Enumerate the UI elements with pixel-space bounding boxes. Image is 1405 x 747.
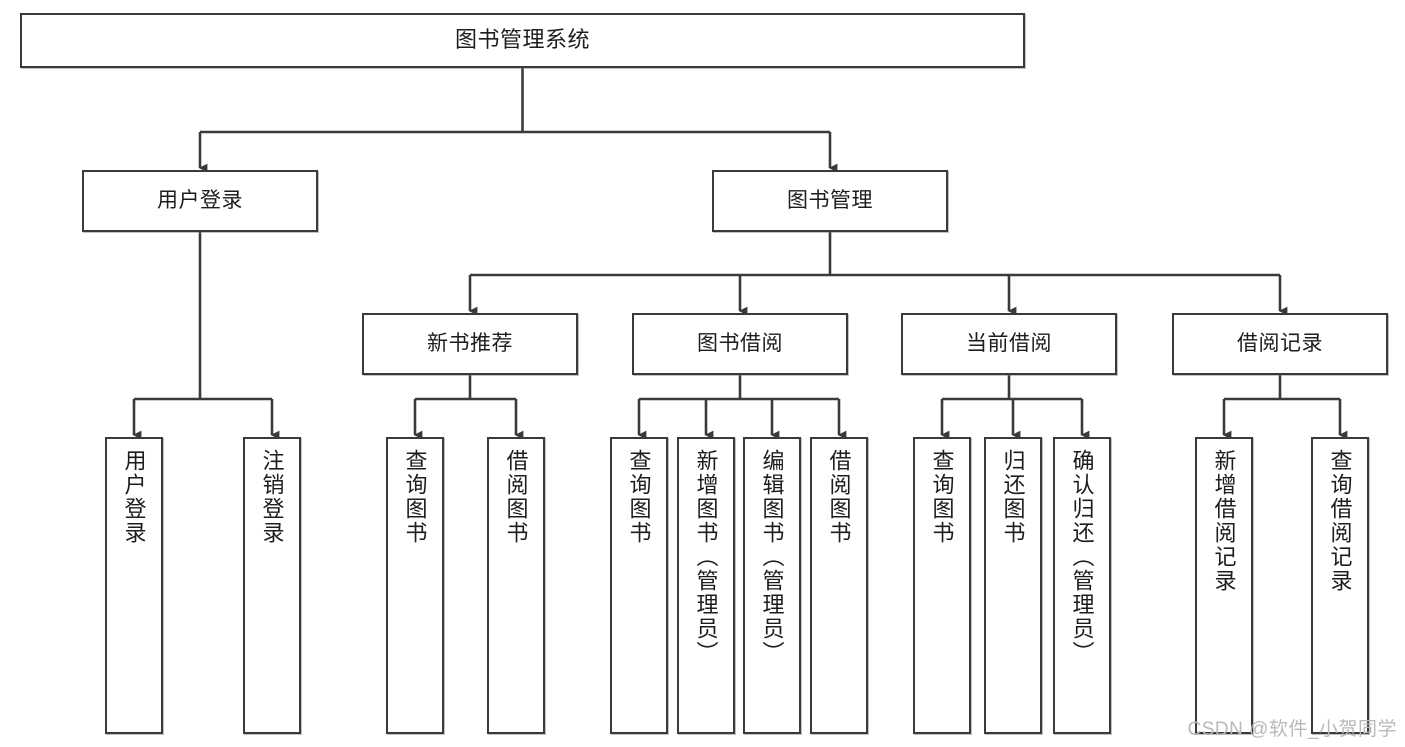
node-leaf-add-book[interactable]: 新增图书（管理员） xyxy=(677,437,735,734)
node-label: 新书推荐 xyxy=(427,332,513,356)
node-label: 编辑图书（管理员） xyxy=(759,449,785,665)
node-label: 用户登录 xyxy=(121,449,147,545)
node-root-system[interactable]: 图书管理系统 xyxy=(20,13,1025,68)
node-current-borrow[interactable]: 当前借阅 xyxy=(901,313,1117,375)
node-label: 确认归还（管理员） xyxy=(1069,449,1095,665)
node-label: 借阅图书 xyxy=(503,449,529,545)
node-new-book-rec[interactable]: 新书推荐 xyxy=(362,313,578,375)
node-label: 归还图书 xyxy=(1000,449,1026,545)
node-leaf-add-record[interactable]: 新增借阅记录 xyxy=(1195,437,1253,734)
node-label: 查询借阅记录 xyxy=(1327,449,1353,593)
node-label: 新增图书（管理员） xyxy=(693,449,719,665)
node-leaf-return-book[interactable]: 归还图书 xyxy=(984,437,1042,734)
node-label: 查询图书 xyxy=(626,449,652,545)
node-borrow-record[interactable]: 借阅记录 xyxy=(1172,313,1388,375)
node-label: 借阅图书 xyxy=(826,449,852,545)
node-leaf-query-book-cur[interactable]: 查询图书 xyxy=(913,437,971,734)
node-label: 查询图书 xyxy=(929,449,955,545)
node-label: 借阅记录 xyxy=(1237,332,1323,356)
node-label: 查询图书 xyxy=(402,449,428,545)
node-label: 注销登录 xyxy=(259,449,285,545)
node-label: 图书管理系统 xyxy=(454,27,590,53)
node-leaf-edit-book[interactable]: 编辑图书（管理员） xyxy=(743,437,801,734)
node-book-borrow[interactable]: 图书借阅 xyxy=(632,313,848,375)
node-label: 图书借阅 xyxy=(697,332,783,356)
node-leaf-borrow-book[interactable]: 借阅图书 xyxy=(810,437,868,734)
node-leaf-query-record[interactable]: 查询借阅记录 xyxy=(1311,437,1369,734)
node-leaf-user-login[interactable]: 用户登录 xyxy=(105,437,163,734)
node-label: 当前借阅 xyxy=(966,332,1052,356)
node-leaf-borrow-book-rec[interactable]: 借阅图书 xyxy=(487,437,545,734)
node-book-manage[interactable]: 图书管理 xyxy=(712,170,948,232)
node-label: 新增借阅记录 xyxy=(1211,449,1237,593)
node-label: 用户登录 xyxy=(157,189,243,213)
node-label: 图书管理 xyxy=(787,189,873,213)
node-user-login[interactable]: 用户登录 xyxy=(82,170,318,232)
node-leaf-query-book-rec[interactable]: 查询图书 xyxy=(386,437,444,734)
csdn-watermark: CSDN @软件_小贺同学 xyxy=(1187,719,1397,740)
node-leaf-query-book-borrow[interactable]: 查询图书 xyxy=(610,437,668,734)
node-leaf-logout[interactable]: 注销登录 xyxy=(243,437,301,734)
node-leaf-confirm-return[interactable]: 确认归还（管理员） xyxy=(1053,437,1111,734)
